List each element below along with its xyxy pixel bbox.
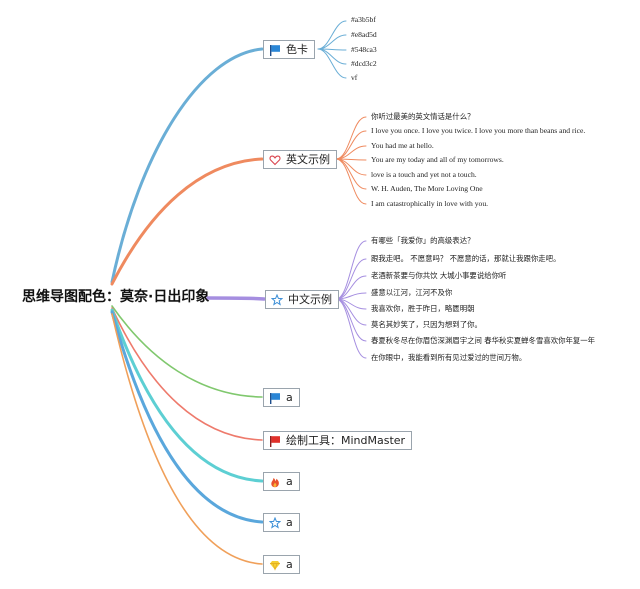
leaf-english-1[interactable]: 你听过最美的英文情话是什么？ — [371, 112, 475, 121]
star-outline-icon — [271, 293, 283, 306]
branch-a-star[interactable]: a — [263, 513, 300, 532]
blue-flag-icon — [269, 392, 281, 404]
link-colorcard — [110, 47, 264, 284]
leaf-chinese-7[interactable]: 春夏秋冬尽在你眉岱深渊眉宇之间 春华秋实夏蝉冬雪喜欢你年复一年 — [371, 336, 596, 345]
link-a1 — [111, 305, 263, 398]
branch-label: a — [286, 475, 293, 488]
leaf-english-3[interactable]: You had me at hello. — [371, 141, 434, 150]
leaf-english-7[interactable]: I am catastrophically in love with you. — [371, 199, 489, 208]
leaf-english-6[interactable]: W. H. Auden, The More Loving One — [371, 184, 483, 193]
branch-english[interactable]: 英文示例 — [263, 150, 337, 169]
leaf-color-2[interactable]: #e8ad5d — [351, 30, 377, 39]
diamond-icon — [269, 559, 281, 571]
link-tool — [111, 307, 263, 441]
leaf-chinese-1[interactable]: 有哪些「我爱你」的高级表达？ — [371, 236, 475, 245]
branch-label: 色卡 — [286, 43, 308, 56]
branch-label: a — [286, 516, 293, 529]
branch-colorcard[interactable]: 色卡 — [263, 40, 315, 59]
link-english — [110, 157, 264, 286]
leaf-color-4[interactable]: #dcd3c2 — [351, 59, 377, 68]
branch-a-flag[interactable]: a — [263, 388, 300, 407]
branch-label: 中文示例 — [288, 293, 332, 306]
branch-label: 英文示例 — [286, 153, 330, 166]
branch-a-diamond[interactable]: a — [263, 555, 300, 574]
leaf-chinese-4[interactable]: 盛意以江河，江河不及你 — [371, 288, 453, 297]
branch-label: a — [286, 391, 293, 404]
link-a3 — [110, 310, 264, 524]
branch-tool[interactable]: 绘制工具：MindMaster — [263, 431, 413, 450]
branch-chinese[interactable]: 中文示例 — [265, 290, 339, 309]
link-a2 — [110, 308, 264, 483]
heart-outline-icon — [269, 154, 281, 166]
leaf-english-2[interactable]: I love you once. I love you twice. I lov… — [371, 126, 586, 135]
fire-icon — [269, 476, 281, 488]
blue-flag-icon — [269, 44, 281, 56]
star-outline-icon — [269, 516, 281, 529]
link-a4 — [111, 313, 263, 565]
leaf-color-3[interactable]: #548ca3 — [351, 45, 377, 54]
branch-a-fire[interactable]: a — [263, 472, 300, 491]
leaf-english-4[interactable]: You are my today and all of my tomorrows… — [371, 155, 504, 164]
leaf-color-1[interactable]: #a3b5bf — [351, 15, 376, 24]
leaf-english-5[interactable]: love is a touch and yet not a touch. — [371, 170, 477, 179]
leaf-chinese-8[interactable]: 在你眼中，我能看到所有见过爱过的世间万物。 — [371, 353, 527, 362]
branch-label: 绘制工具：MindMaster — [286, 434, 406, 447]
branch-label: a — [286, 558, 293, 571]
leaf-chinese-6[interactable]: 莫名其妙笑了，只因为想到了你。 — [371, 320, 482, 329]
leaf-chinese-5[interactable]: 我喜欢你，胜于昨日，略匮明朝 — [371, 304, 475, 313]
leaf-color-5[interactable]: vf — [351, 73, 358, 82]
leaf-chinese-2[interactable]: 跟我走吧。 不愿意吗？ 不愿意的话，那就让我跟你走吧。 — [371, 254, 561, 263]
root-topic[interactable]: 思维导图配色：莫奈·日出印象 — [22, 289, 210, 305]
leaf-chinese-3[interactable]: 老酒新茶要与你共饮 大城小事要说给你听 — [371, 271, 507, 280]
red-flag-icon — [269, 435, 281, 447]
link-chinese — [206, 296, 266, 301]
